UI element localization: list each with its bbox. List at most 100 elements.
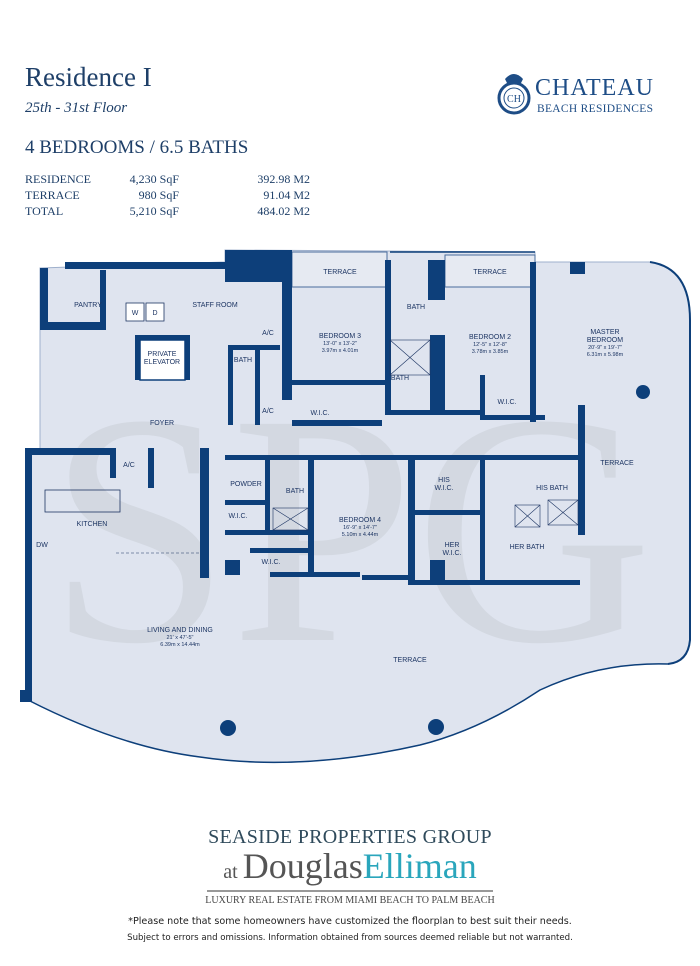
plan-shape	[228, 345, 280, 350]
plan-shape	[27, 663, 669, 764]
area-m2: 484.02 M2	[257, 204, 310, 218]
room-label-master: MASTER	[590, 329, 619, 336]
bedroom2-dimensions-ft: 12'-5" x 12'-8"	[473, 342, 507, 348]
room-label-ac: A/C	[262, 330, 274, 337]
plan-shape	[225, 530, 310, 535]
room-label-wic: W.I.C.	[497, 399, 516, 406]
room-label-terrace: TERRACE	[393, 657, 427, 664]
plan-shape	[44, 489, 121, 513]
plan-shape	[270, 572, 360, 577]
plan-shape	[135, 335, 190, 340]
plan-shape	[200, 448, 209, 578]
room-label-her-wic: HER	[445, 542, 460, 549]
bedroom3-dimensions-ft: 13'-0" x 13'-2"	[323, 341, 357, 347]
master-dimensions-m: 6.31m x 5.98m	[587, 352, 624, 358]
disclaimer-note: *Please note that some homeowners have c…	[128, 916, 572, 927]
bedroom4-dimensions-ft: 16'-9" x 14'-7"	[343, 525, 377, 531]
room-label-pantry: PANTRY	[74, 302, 102, 309]
room-label-elevator-2: ELEVATOR	[144, 359, 180, 366]
residence-title: Residence I	[25, 62, 152, 92]
area-label: TERRACE	[25, 188, 80, 202]
column	[428, 719, 444, 735]
plan-shape	[225, 455, 415, 460]
column	[220, 720, 236, 736]
plan-shape	[225, 250, 290, 282]
living-dimensions-m: 6.39m x 14.44m	[160, 642, 200, 648]
walls	[20, 250, 585, 702]
disclaimer-errors: Subject to errors and omissions. Informa…	[127, 933, 573, 943]
logo-tagline: LUXURY REAL ESTATE FROM MIAMI BEACH TO P…	[205, 895, 495, 906]
room-label-ac: A/C	[262, 408, 274, 415]
area-row-residence: RESIDENCE 4,230 SqF 392.98 M2	[25, 172, 310, 188]
room-label-staff-room: STAFF ROOM	[192, 302, 238, 309]
dishwasher-label: DW	[36, 542, 48, 549]
plan-shape	[25, 448, 32, 700]
room-label-bath: BATH	[234, 357, 252, 364]
room-label-wic: W.I.C.	[261, 559, 280, 566]
plan-shape	[135, 335, 140, 380]
plan-shape	[547, 499, 579, 526]
plan-shape	[272, 507, 309, 531]
room-label-her-wic-2: W.I.C.	[442, 550, 461, 557]
plan-shape	[272, 507, 309, 531]
plan-shape	[40, 268, 48, 328]
room-label-her-bath: HER BATH	[510, 544, 545, 551]
plan-shape	[250, 548, 310, 553]
area-label: RESIDENCE	[25, 172, 91, 186]
plan-shape	[415, 510, 485, 515]
area-row-terrace: TERRACE 980 SqF 91.04 M2	[25, 188, 310, 204]
plan-shape	[125, 302, 145, 322]
plan-shape	[100, 270, 106, 330]
plan-shape	[530, 262, 536, 422]
room-label-terrace: TERRACE	[473, 269, 507, 276]
plan-shape	[390, 410, 480, 415]
chateau-name: CHATEAU	[535, 75, 654, 101]
plan-shape	[514, 504, 541, 528]
plan-shape	[272, 339, 579, 531]
plan-shape	[110, 448, 116, 478]
plan-shape	[428, 260, 445, 300]
plan-shape	[225, 500, 270, 505]
area-m2: 392.98 M2	[257, 172, 310, 186]
room-label-his-bath: HIS BATH	[536, 485, 568, 492]
room-label-terrace: TERRACE	[600, 460, 634, 467]
plan-shape	[139, 339, 186, 381]
column	[636, 385, 650, 399]
room-label-wic: W.I.C.	[310, 410, 329, 417]
room-label-bath: BATH	[407, 304, 425, 311]
chateau-subtitle: BEACH RESIDENCES	[537, 103, 654, 115]
area-m2: 91.04 M2	[263, 188, 310, 202]
bedroom3-dimensions-m: 3.97m x 4.01m	[322, 348, 359, 354]
seaside-properties-group: SEASIDE PROPERTIES GROUP	[208, 826, 492, 848]
plan-shape	[444, 254, 536, 288]
room-label-bedroom2: BEDROOM 2	[469, 334, 511, 341]
spg-watermark: SPG	[47, 347, 652, 712]
room-label-bath: BATH	[391, 375, 409, 382]
logo-douglas: Douglas	[242, 846, 363, 886]
plan-shape	[291, 251, 388, 288]
crest-icon: CH	[497, 74, 531, 115]
plan-shape	[430, 335, 445, 410]
plan-shape	[430, 560, 445, 582]
logo-at: at	[223, 861, 243, 883]
plan-shape	[389, 339, 431, 376]
room-label-kitchen: KITCHEN	[77, 521, 108, 528]
floor-range: 25th - 31st Floor	[25, 100, 128, 116]
plan-shape	[570, 262, 585, 274]
plan-shape	[308, 455, 314, 575]
plan-shape	[292, 420, 382, 426]
plan-shape	[225, 560, 240, 575]
room-label-bedroom3: BEDROOM 3	[319, 333, 361, 340]
svg-text:CH: CH	[507, 94, 521, 105]
douglas-elliman-logo: at DouglasElliman	[0, 845, 700, 887]
master-dimensions-ft: 20'-9" x 19'-7"	[588, 345, 622, 351]
area-sqft: 5,210 SqF	[129, 204, 179, 218]
plan-shape	[65, 262, 225, 269]
plan-shape	[148, 448, 154, 488]
washer-label: W	[132, 310, 139, 317]
plan-shape	[485, 415, 545, 420]
plan-shape	[389, 339, 431, 376]
room-label-elevator: PRIVATE	[148, 351, 177, 358]
plan-shape	[415, 455, 485, 460]
dryer-label: D	[152, 310, 157, 317]
